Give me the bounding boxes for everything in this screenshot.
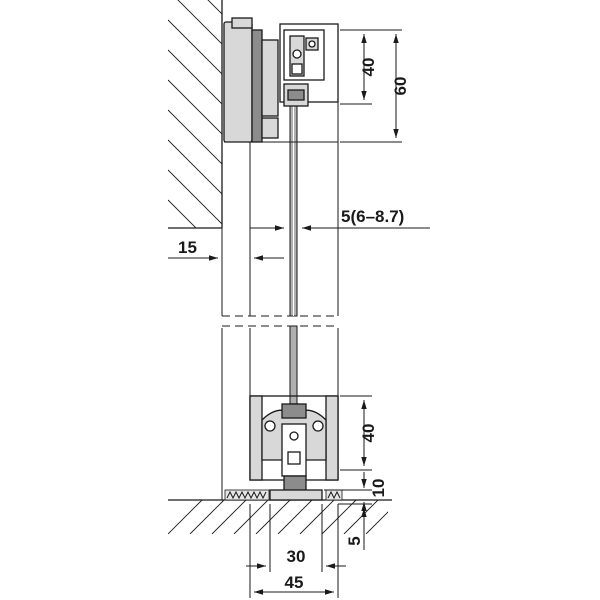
dim-bottom-40-label: 40 [359, 424, 378, 443]
dim-bottom-40: 40 [340, 395, 378, 471]
glass-pane [289, 99, 298, 411]
floor [168, 499, 392, 534]
bottom-guide-profile [249, 395, 339, 501]
dim-guide-width-label: 30 [287, 547, 306, 566]
dim-guide-width-30: 30 [246, 504, 346, 572]
floor-brush-strip [224, 489, 343, 501]
dim-profile-width-label: 45 [285, 573, 304, 592]
dim-glass-thickness: 5(6–8.7) [250, 207, 430, 231]
dim-wall-offset-label: 15 [178, 238, 197, 257]
dim-top-60-label: 60 [391, 77, 410, 96]
dim-glass-thickness-label: 5(6–8.7) [341, 207, 404, 226]
dim-floor-clearance-label: 10 [369, 479, 388, 498]
dim-top-40-label: 40 [359, 58, 378, 77]
dim-floor-recess-5: 5 [338, 503, 372, 550]
dim-top-60: 60 [340, 29, 410, 143]
top-track-profile [223, 17, 339, 143]
dim-profile-width-45: 45 [249, 504, 339, 598]
floor-hatching [168, 500, 388, 534]
dim-wall-offset-15: 15 [168, 238, 284, 261]
dim-floor-recess-label: 5 [345, 536, 364, 545]
wall-hatching [168, 0, 222, 228]
dim-top-40: 40 [340, 29, 378, 105]
wall [168, 0, 223, 229]
